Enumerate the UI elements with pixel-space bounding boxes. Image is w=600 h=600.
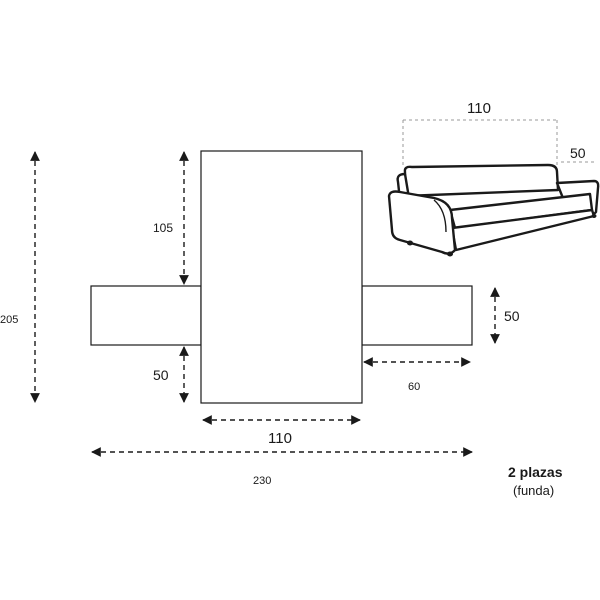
sofa-back (403, 163, 560, 198)
arm-width-label: 60 (408, 381, 420, 393)
sofa-illustration (387, 119, 600, 257)
caption-subtitle: (funda) (513, 483, 554, 498)
dimension-lines (30, 151, 500, 457)
cover-pattern (90, 150, 473, 404)
center-panel (200, 150, 363, 404)
sofa-width-label: 110 (467, 100, 491, 117)
seat-width-label: 110 (268, 430, 292, 447)
total-height-label: 205 (0, 314, 18, 326)
arm-height-label: 50 (504, 308, 520, 324)
total-width-label: 230 (253, 475, 271, 487)
caption-title: 2 plazas (508, 464, 563, 480)
sofa-left-arm (387, 190, 457, 255)
back-height-label: 105 (153, 221, 173, 235)
seat-depth-label: 50 (153, 367, 169, 383)
sofa-arm-label: 50 (570, 145, 586, 161)
right-arm-panel (361, 285, 473, 346)
left-arm-panel (90, 285, 202, 346)
